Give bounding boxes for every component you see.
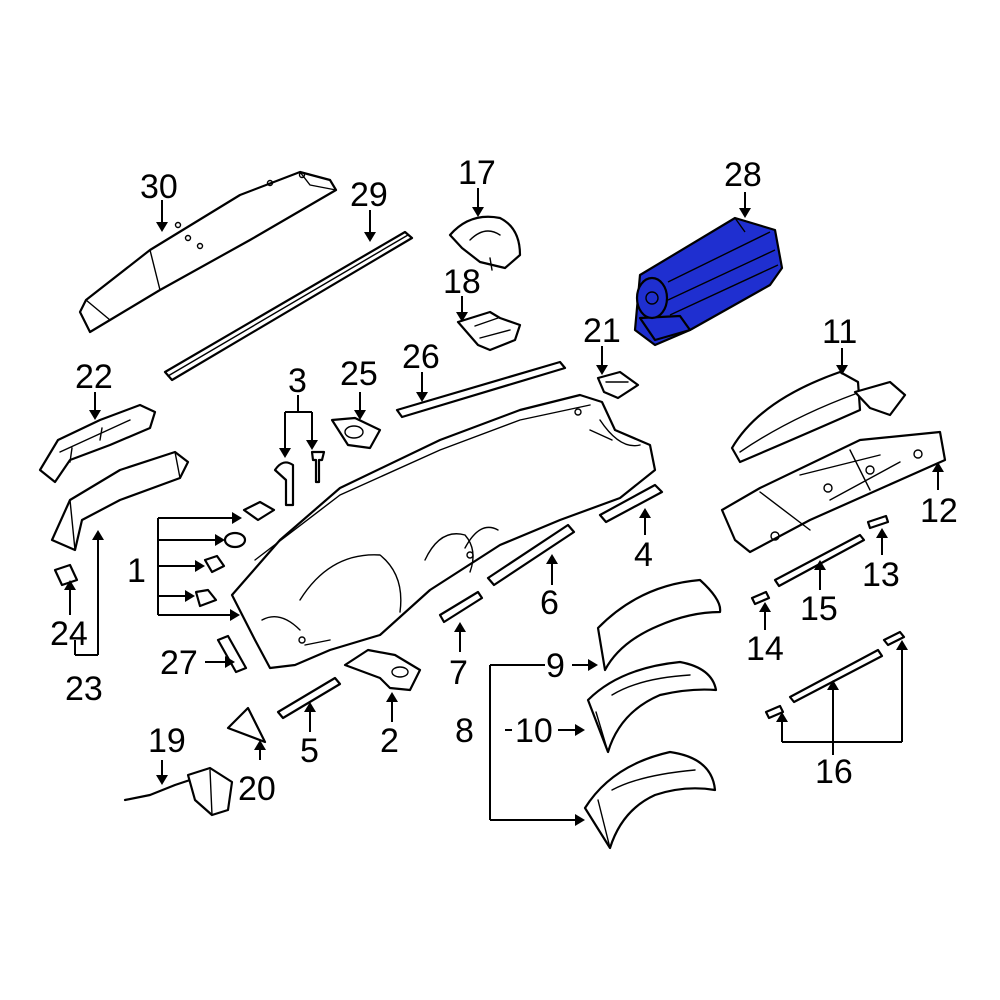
callout-9: 9 [546,647,565,685]
callout-12: 12 [920,492,958,530]
part-24-small-clip[interactable] [53,563,79,587]
part-6-trim-strip[interactable] [486,523,576,587]
part-17-cluster-hood[interactable] [448,215,522,271]
part-4-trim-strip[interactable] [598,483,664,524]
part-20-wedge[interactable] [226,706,267,744]
part-12-frame[interactable] [720,430,947,554]
callout-20: 20 [238,770,276,808]
callout-19: 19 [148,722,186,760]
callout-15: 15 [800,590,838,628]
part-30-upper-trim-panel[interactable] [78,170,338,334]
part-9-cover[interactable] [596,578,722,672]
callout-22: 22 [75,358,113,396]
callout-23: 23 [65,670,103,708]
callout-7: 7 [449,654,468,692]
part-18-bracket[interactable] [456,310,522,352]
part-19-harness[interactable] [123,766,234,817]
part-11-cover[interactable] [730,370,907,464]
part-8-lower-cover[interactable] [583,750,717,850]
part-26-strip[interactable] [395,360,567,419]
callout-1: 1 [127,552,146,590]
callout-28: 28 [724,156,762,194]
callout-16: 16 [815,753,853,791]
part-13-clip[interactable] [866,514,890,530]
callout-30: 30 [140,168,178,206]
part-5-trim-strip[interactable] [276,676,342,720]
part-2-bracket[interactable] [343,648,422,692]
part-28-airbag-module[interactable] [633,216,784,347]
callout-21: 21 [583,312,621,350]
callout-4: 4 [634,536,653,574]
part-16-strip-set[interactable] [764,630,906,720]
leader-lines [64,188,944,826]
callout-6: 6 [540,584,559,622]
callout-labels: 30 29 17 18 28 21 22 3 25 26 11 12 4 1 6… [50,154,958,808]
part-1-small-parts[interactable] [194,500,276,608]
part-29-seal-strip[interactable] [163,230,414,382]
part-25-bracket[interactable] [330,416,382,450]
callout-27: 27 [160,644,198,682]
part-3-fasteners[interactable] [273,450,326,507]
part-21-clip[interactable] [596,370,640,400]
callout-11: 11 [822,313,857,351]
callout-13: 13 [862,556,900,594]
callout-24: 24 [50,615,88,653]
callout-10: 10 [515,712,553,750]
callout-25: 25 [340,355,378,393]
part-7-trim-strip[interactable] [438,590,484,624]
dashboard-panel[interactable] [230,393,657,670]
part-23-side-panel[interactable] [50,450,190,552]
callout-8: 8 [455,712,474,750]
callout-2: 2 [380,722,399,760]
callout-3: 3 [288,362,307,400]
part-15-strip[interactable] [773,533,866,588]
callout-18: 18 [443,263,481,301]
callout-14: 14 [746,630,784,668]
callout-5: 5 [300,732,319,770]
part-14-clip[interactable] [750,590,771,606]
callout-29: 29 [350,176,388,214]
part-27-trim[interactable] [216,634,248,674]
callout-26: 26 [402,338,440,376]
callout-17: 17 [458,154,496,192]
part-22-support-bracket[interactable] [38,403,157,484]
part-10-cover[interactable] [586,660,718,754]
